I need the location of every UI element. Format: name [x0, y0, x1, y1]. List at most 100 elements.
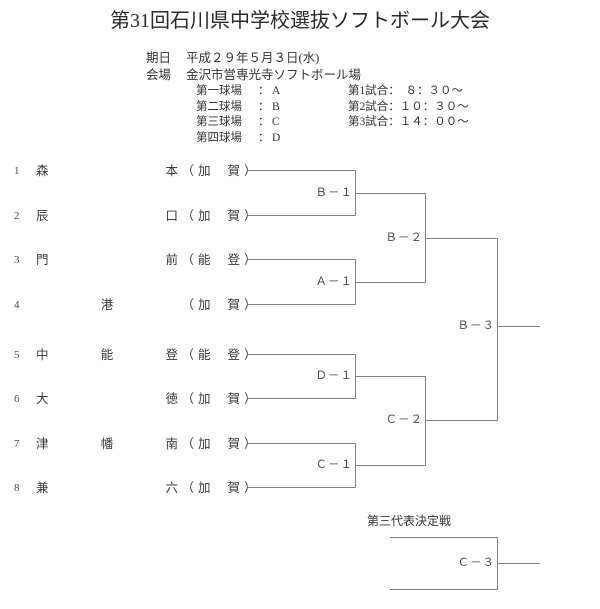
- field-code: C: [272, 116, 280, 128]
- entry-team-name: 森 本: [36, 163, 178, 179]
- region-paren-close: ）: [244, 437, 257, 451]
- field-code: B: [272, 100, 280, 113]
- team-char: 能: [100, 348, 114, 362]
- region-paren-close: ）: [244, 392, 257, 406]
- field-name: 第四球場: [196, 131, 242, 144]
- entry-team-name: 大 徳: [36, 391, 178, 407]
- match-label-a1: Ａ－１: [315, 276, 353, 288]
- entry-region: （加賀）: [180, 297, 258, 313]
- field-code: D: [272, 131, 281, 144]
- region-char: 賀: [227, 481, 240, 495]
- region-text: 能登: [195, 252, 243, 268]
- region-text: 加賀: [195, 297, 243, 313]
- region-paren-open: （: [181, 298, 194, 312]
- match-label-c3: Ｃ－３: [457, 557, 495, 569]
- entry-seed: 3: [14, 254, 20, 266]
- region-text: 加賀: [195, 436, 243, 452]
- region-char: 能: [198, 253, 211, 267]
- game-time-row: 第2試合：１０：３０〜: [348, 100, 469, 113]
- field-colon: ：: [258, 100, 270, 113]
- region-char: 加: [198, 209, 211, 223]
- event-date-label: 期日: [146, 51, 172, 65]
- field-code: A: [272, 85, 281, 97]
- region-paren-open: （: [181, 209, 194, 223]
- region-paren-open: （: [181, 392, 194, 406]
- team-char: 兼: [36, 481, 49, 495]
- entry-seed: 7: [14, 438, 20, 450]
- field-colon: ：: [258, 116, 270, 128]
- team-char: 大: [36, 392, 49, 406]
- team-char: 幡: [100, 437, 114, 451]
- match-label-b3: Ｂ－３: [457, 320, 495, 332]
- match-label-c1: Ｃ－１: [315, 459, 353, 471]
- team-char: 津: [36, 437, 49, 451]
- field-name: 第二球場: [196, 100, 242, 113]
- region-char: 加: [198, 481, 211, 495]
- event-date-row: 期日平成２９年５月３日(水): [146, 50, 361, 67]
- region-paren-open: （: [181, 481, 194, 495]
- event-info: 期日平成２９年５月３日(水) 会場金沢市営専光寺ソフトボール場: [146, 50, 361, 84]
- field-colon: ：: [258, 131, 270, 144]
- field-name: 第一球場: [196, 85, 242, 97]
- field-row: 第二球場 ：B: [196, 100, 280, 116]
- entry-team-name: 津 幡 南: [36, 436, 178, 452]
- field-name: 第三球場: [196, 116, 242, 128]
- game-time-row: 第1試合： ８：３０〜: [348, 85, 463, 97]
- entry-seed: 6: [14, 393, 20, 405]
- region-char: 賀: [227, 209, 240, 223]
- field-colon: ：: [258, 85, 270, 97]
- region-char: 登: [227, 253, 240, 267]
- page-title: 第31回石川県中学校選抜ソフトボール大会: [110, 10, 490, 32]
- region-char: 加: [198, 437, 211, 451]
- entry-seed: 5: [14, 349, 20, 361]
- entry-seed: 2: [14, 210, 20, 222]
- game-time-row: 第3試合：１４：００〜: [348, 116, 469, 128]
- region-char: 賀: [227, 437, 240, 451]
- entry-team-name: 中 能 登: [36, 347, 178, 363]
- region-text: 能登: [195, 347, 243, 363]
- event-date-value: 平成２９年５月３日(水): [186, 51, 320, 65]
- entry-team-name: 辰 口: [36, 208, 178, 224]
- region-paren-close: ）: [244, 209, 257, 223]
- region-char: 登: [227, 348, 240, 362]
- region-text: 加賀: [195, 208, 243, 224]
- region-paren-close: ）: [244, 348, 257, 362]
- team-char: 中: [36, 348, 49, 362]
- event-venue-row: 会場金沢市営専光寺ソフトボール場: [146, 67, 361, 84]
- entry-team-name: 兼 六: [36, 480, 178, 496]
- entry-region: （ 加 賀 ）: [180, 391, 258, 407]
- region-char: 加: [198, 164, 211, 178]
- region-paren-open: （: [181, 348, 194, 362]
- region-paren-close: ）: [244, 253, 257, 267]
- region-paren-close: ）: [244, 164, 257, 178]
- team-char: 南: [165, 437, 178, 451]
- match-label-d1: Ｄ－１: [315, 370, 353, 382]
- region-paren-close: ）: [244, 481, 257, 495]
- team-char: 辰: [36, 209, 49, 223]
- match-label-b2: Ｂ－２: [385, 232, 423, 244]
- game-time-list: 第1試合： ８：３０〜 第2試合：１０：３０〜 第3試合：１４：００〜: [348, 84, 469, 131]
- entry-region: （加賀）: [180, 436, 258, 452]
- event-venue-value: 金沢市営専光寺ソフトボール場: [186, 68, 362, 82]
- region-char: 加: [198, 298, 211, 312]
- entry-region: （ 加 賀 ）: [180, 480, 258, 496]
- field-row: 第一球場 ：A: [196, 84, 280, 100]
- region-char: 賀: [227, 298, 240, 312]
- field-list: 第一球場：A 第二球場：B 第三球場：C 第四球場：D: [196, 84, 280, 146]
- entry-region: （加賀）: [180, 208, 258, 224]
- region-char: 加: [198, 392, 211, 406]
- region-paren-open: （: [181, 253, 194, 267]
- region-char: 賀: [227, 392, 240, 406]
- entry-seed: 1: [14, 165, 20, 177]
- team-char: 本: [165, 164, 178, 178]
- field-row: 第三球場 ：C: [196, 115, 280, 131]
- region-text: 加賀: [195, 163, 243, 179]
- region-paren-open: （: [181, 437, 194, 451]
- region-paren-close: ）: [244, 298, 257, 312]
- team-char: 前: [165, 253, 178, 267]
- region-paren-open: （: [181, 164, 194, 178]
- team-char: 港: [100, 298, 114, 312]
- team-char: 登: [165, 348, 178, 362]
- entry-region: （能登）: [180, 252, 258, 268]
